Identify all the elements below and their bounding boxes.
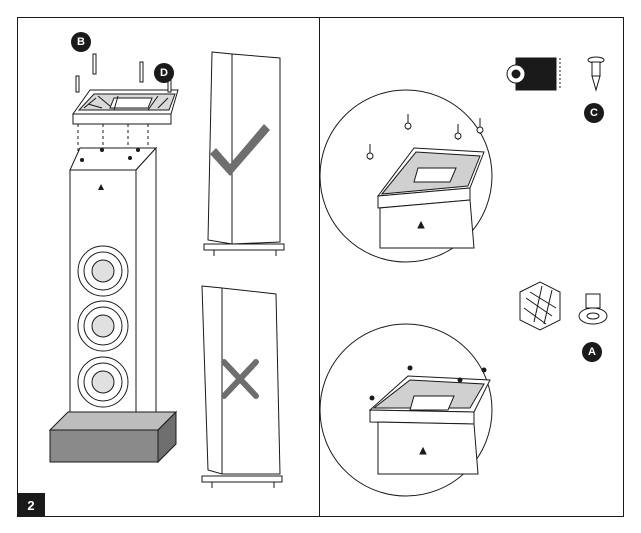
spike-icon	[587, 56, 605, 92]
badge-a: A	[582, 342, 602, 362]
base-plate-spikes-detail	[376, 147, 485, 249]
woofers	[77, 245, 129, 408]
badge-c: C	[584, 103, 604, 123]
mounting-illustrations	[319, 56, 608, 497]
carpet-roll-icon	[506, 57, 561, 91]
plate-spikes	[75, 53, 172, 93]
badge-d: D	[154, 63, 174, 83]
spikes-detail	[366, 114, 484, 160]
rubber-foot-icon	[578, 293, 608, 325]
speaker-side	[135, 146, 157, 447]
base-plate-feet-detail	[368, 375, 491, 475]
cross-icon	[221, 359, 259, 399]
base-plate-top	[72, 89, 179, 125]
alignment-lines	[77, 124, 149, 158]
page-number: 2	[17, 493, 45, 517]
side-view-incorrect	[201, 285, 283, 488]
speaker-assembly-illustration	[48, 51, 285, 488]
right-panel: C A	[319, 17, 624, 517]
feet-detail	[369, 365, 487, 401]
checkmark-icon	[210, 124, 270, 176]
speaker-base	[48, 410, 178, 464]
parquet-floor-icon	[519, 281, 561, 331]
left-panel: B D	[17, 17, 320, 517]
badge-b: B	[71, 32, 91, 52]
side-view-correct	[203, 51, 285, 256]
